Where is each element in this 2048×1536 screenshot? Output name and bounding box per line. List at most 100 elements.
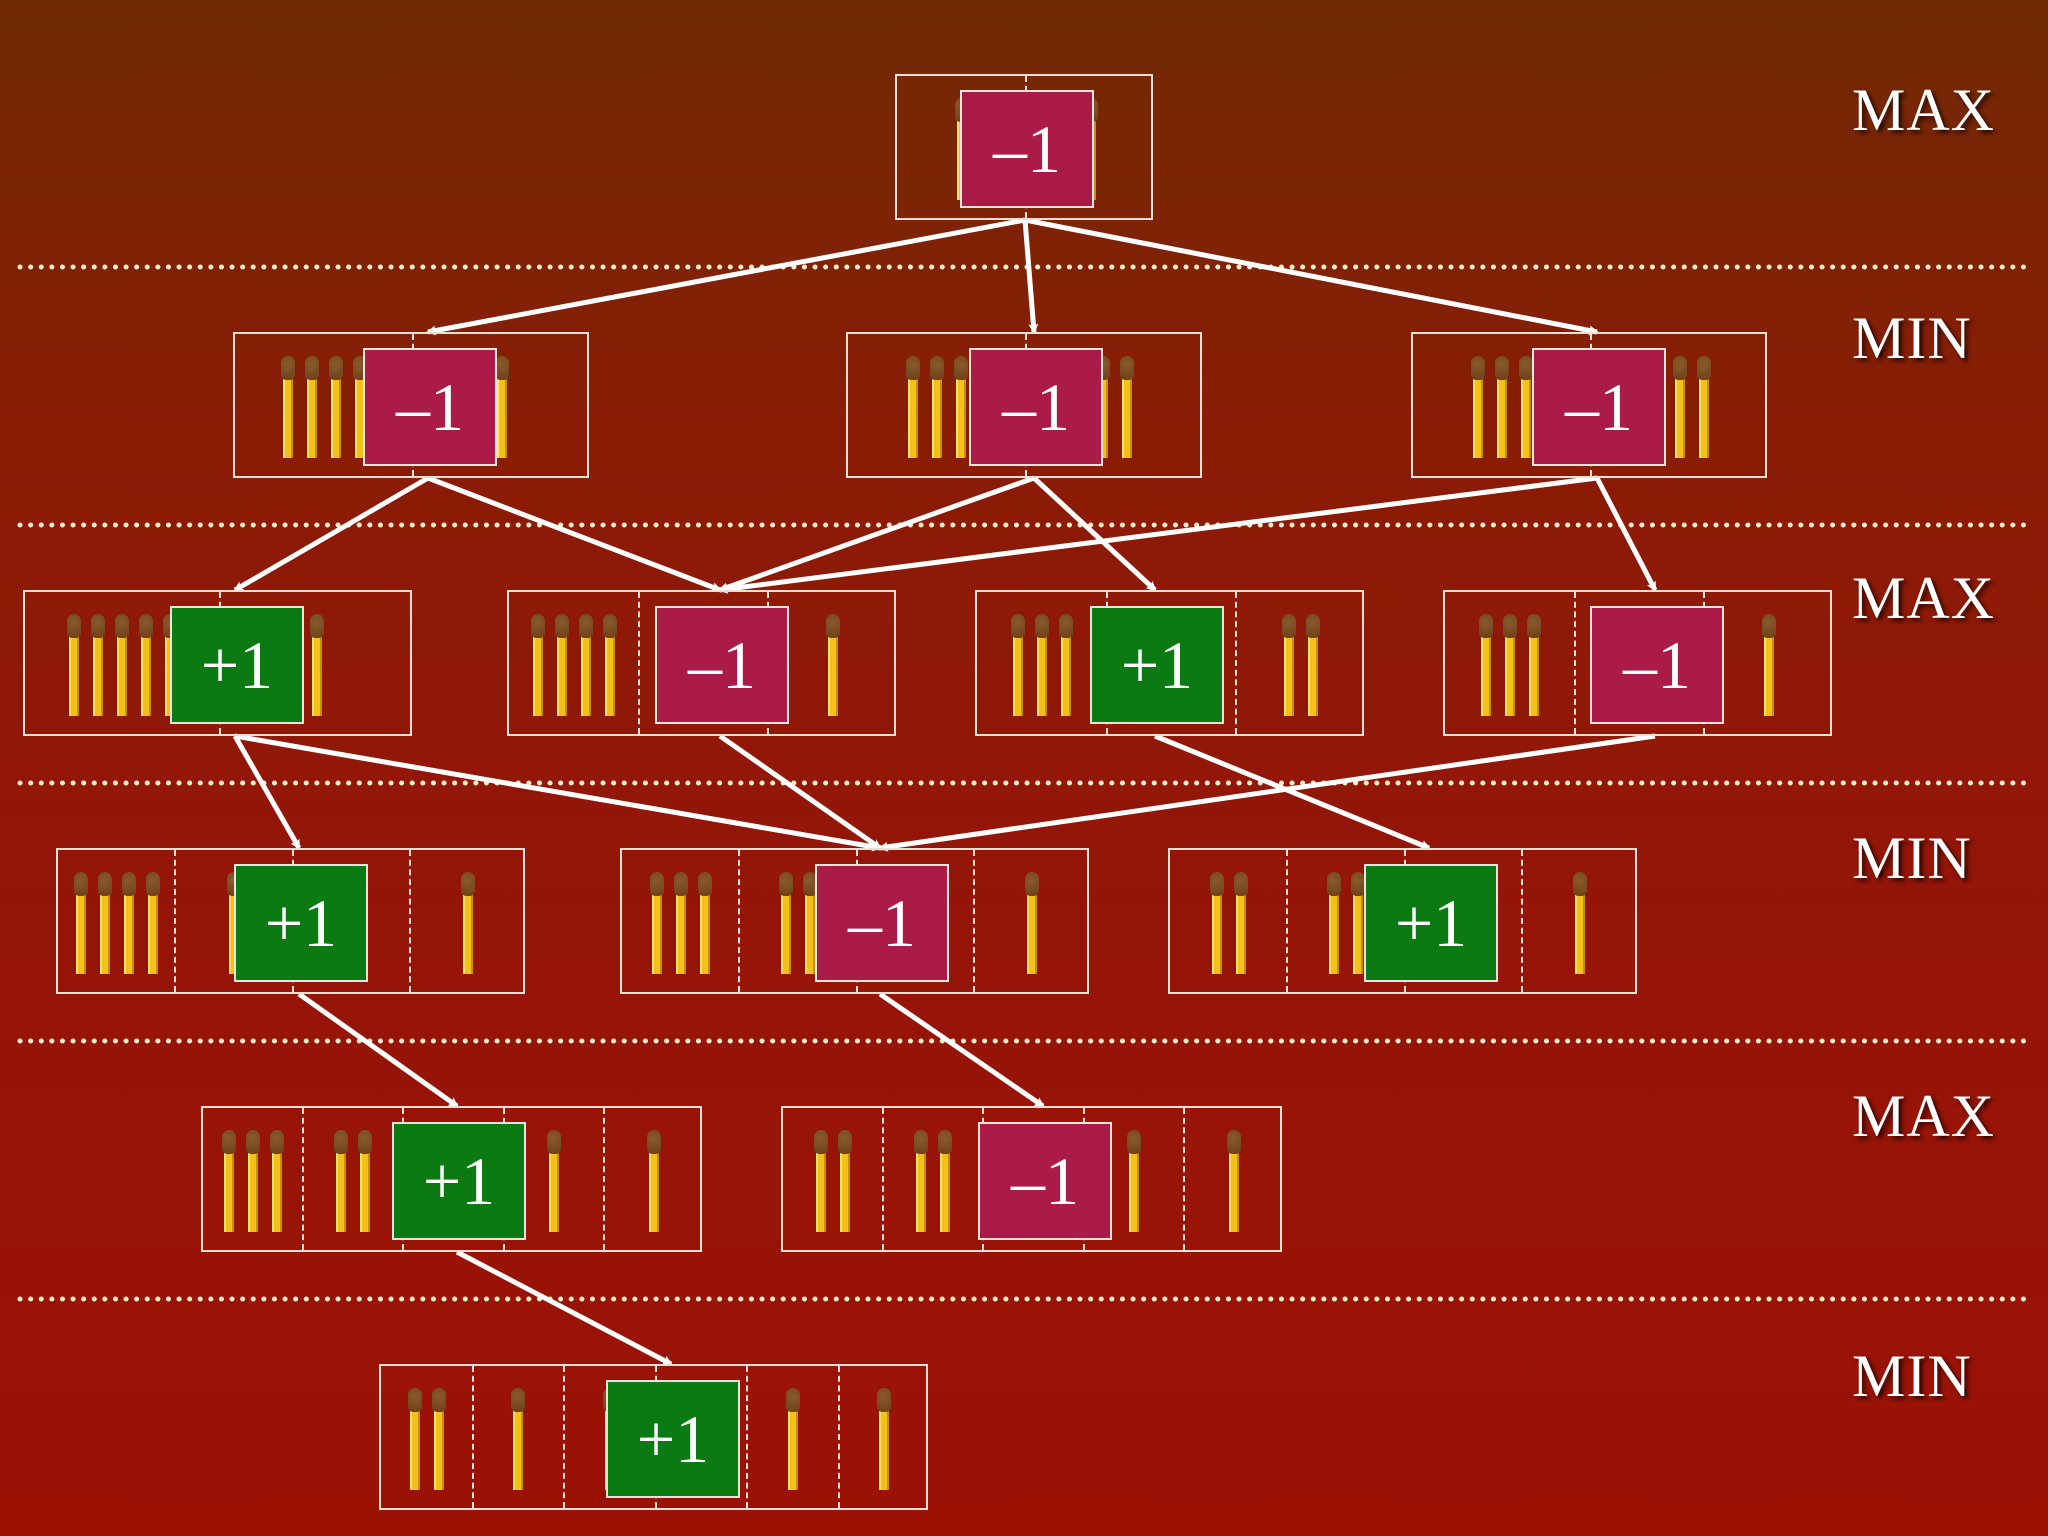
edge-arrow-n2a-to-n3b [234,733,882,852]
tree-node-n1c: –1 [1411,332,1767,478]
minimax-value-box: +1 [606,1380,740,1498]
matchstick [877,1388,892,1490]
minimax-value-box: –1 [655,606,789,724]
tree-node-n2b: –1 [507,590,896,736]
pile-divider [637,592,640,734]
matchstick [546,1130,561,1232]
tree-node-n3c: +1 [1168,848,1637,994]
edge-arrow-n2a-to-n3a [232,734,302,850]
matchstick [554,614,569,716]
matchstick [1526,614,1541,716]
pile-divider [746,1366,748,1508]
matchstick [1697,356,1711,458]
minimax-value-box: –1 [960,90,1094,208]
tree-edges [232,217,1658,1367]
matchstick [1010,614,1025,716]
matchstick [1502,614,1517,716]
edge-arrow-n2c-to-n3c [1154,733,1431,851]
matchstick [305,356,319,458]
matchstick [1058,614,1073,716]
matchstick [785,1388,800,1490]
minimax-value-box: –1 [815,864,949,982]
tree-node-n2c: +1 [975,590,1364,736]
matchstick [246,1130,261,1232]
matchstick [814,1130,829,1232]
matchstick [145,872,160,974]
edge-arrow-n0-to-n1a [426,217,1026,336]
matchstick [1326,872,1341,974]
minimax-value-box: –1 [969,348,1103,466]
edge-arrow-n1b-to-n2b [718,475,1035,593]
matchstick [1673,356,1687,458]
matchstick [906,356,920,458]
matchstick [1573,872,1588,974]
minimax-value-box: –1 [1532,348,1666,466]
matchstick [1233,872,1248,974]
pile-divider [882,1108,885,1250]
minimax-value-box: –1 [978,1122,1112,1240]
pile-divider [972,850,975,992]
minimax-value-box: +1 [1364,864,1498,982]
edge-arrow-n1b-to-n2c [1032,476,1157,592]
pile-divider [408,850,411,992]
tree-node-n1b: –1 [846,332,1202,478]
level-label-2: MAX [1852,565,1996,631]
matchstick [431,1388,446,1490]
edge-arrow-n1a-to-n2a [233,475,430,593]
level-label-1: MIN [1852,305,1972,371]
pile-divider [174,850,177,992]
matchstick [73,872,88,974]
matchstick [1519,356,1533,458]
pile-divider [302,1108,305,1250]
matchstick [1226,1130,1241,1232]
matchstick [139,614,154,716]
tree-node-n0: –1 [895,74,1153,220]
tree-node-n4a: +1 [201,1106,702,1252]
pile-divider [837,1366,840,1508]
matchstick [1209,872,1224,974]
edge-arrow-n1c-to-n2d [1594,476,1658,592]
pile-divider [1182,1108,1185,1250]
matchstick [1126,1130,1141,1232]
matchstick [697,872,712,974]
minimax-value-box: +1 [234,864,368,982]
pile-divider [738,850,741,992]
level-label-5: MIN [1852,1343,1972,1409]
pile-divider [563,1366,565,1508]
matchstick [91,614,106,716]
edge-arrow-n4a-to-n5a [455,1249,673,1367]
level-label-0: MAX [1852,77,1996,143]
edge-arrow-n1a-to-n2b [427,475,722,593]
matchstick [407,1388,422,1490]
matchstick [1762,614,1777,716]
matchstick [826,614,841,716]
tree-node-n3b: –1 [620,848,1089,994]
matchstick [511,1388,526,1490]
matchstick [358,1130,373,1232]
minimax-value-box: –1 [363,348,497,466]
pile-divider [471,1366,474,1508]
tree-node-n1a: –1 [233,332,589,478]
matchstick [495,356,509,458]
matchstick [1350,872,1365,974]
matchstick [1306,614,1321,716]
matchstick [97,872,112,974]
tree-node-n2a: +1 [23,590,412,736]
minimax-value-box: +1 [392,1122,526,1240]
matchstick [914,1130,929,1232]
matchstick [530,614,545,716]
tree-node-n5a: +1 [379,1364,928,1510]
matchstick [838,1130,853,1232]
matchstick [1471,356,1485,458]
edge-arrow-n2d-to-n3b [878,733,1656,852]
pile-divider [1286,850,1289,992]
edge-arrow-n2b-to-n3b [718,733,882,851]
minimax-value-box: +1 [170,606,304,724]
matchstick [309,614,324,716]
tree-node-n2d: –1 [1443,590,1832,736]
matchstick [602,614,617,716]
matchstick [115,614,130,716]
matchstick [1495,356,1509,458]
matchstick [1282,614,1297,716]
